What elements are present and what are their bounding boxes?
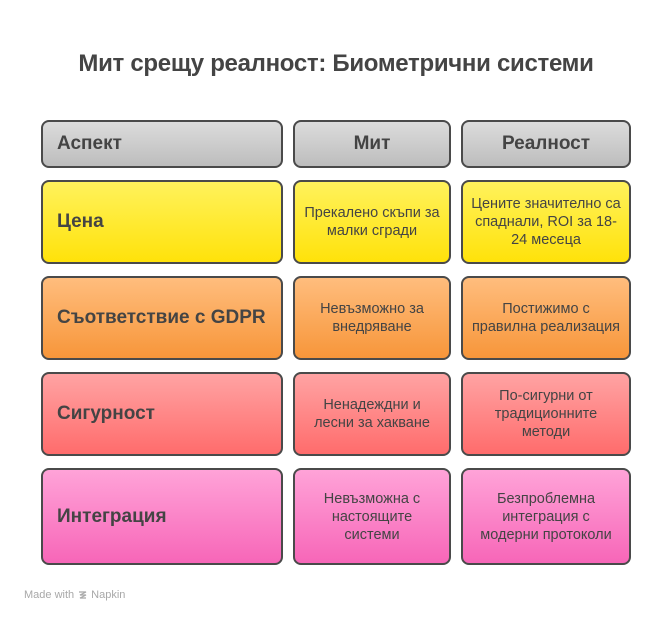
reality-text: По-сигурни от традиционните методи <box>494 388 598 440</box>
row-gdpr-aspect: Съответствие с GDPR <box>41 276 283 360</box>
header-myth-label: Мит <box>353 133 391 154</box>
row-price-aspect: Цена <box>41 180 283 264</box>
header-myth: Мит <box>293 120 451 168</box>
reality-text: Постижимо с правилна реализация <box>471 301 621 335</box>
aspect-label: Съответствие с GDPR <box>57 307 266 328</box>
napkin-logo-icon <box>77 590 88 601</box>
myth-text: Прекалено скъпи за малки сгради <box>304 205 440 239</box>
aspect-label: Сигурност <box>57 403 155 424</box>
row-integration-aspect: Интеграция <box>41 468 283 565</box>
row-integration-reality: Безпроблемна интеграция с модерни проток… <box>461 468 631 565</box>
myth-text: Ненадеждни и лесни за хакване <box>314 397 430 431</box>
row-security-myth: Ненадеждни и лесни за хакване <box>293 372 451 456</box>
page-title: Мит срещу реалност: Биометрични системи <box>78 50 594 77</box>
napkin-brand-label: Napkin <box>91 589 126 601</box>
reality-text: Цените значително са спаднали, ROI за 18… <box>471 196 621 248</box>
aspect-label: Цена <box>57 211 104 232</box>
row-gdpr-reality: Постижимо с правилна реализация <box>461 276 631 360</box>
myth-text: Невъзможно за внедряване <box>320 301 424 335</box>
header-reality-label: Реалност <box>501 133 591 154</box>
row-gdpr-myth: Невъзможно за внедряване <box>293 276 451 360</box>
myth-text: Невъзможна с настоящите системи <box>323 490 421 543</box>
row-security-reality: По-сигурни от традиционните методи <box>461 372 631 456</box>
reality-text: Безпроблемна интеграция с модерни проток… <box>480 490 612 543</box>
row-security-aspect: Сигурност <box>41 372 283 456</box>
header-aspect: Аспект <box>41 120 283 168</box>
footer-attribution: Made with Napkin <box>24 589 125 601</box>
header-aspect-label: Аспект <box>57 133 122 154</box>
header-reality: Реалност <box>461 120 631 168</box>
aspect-label: Интеграция <box>57 505 167 527</box>
made-with-label: Made with <box>24 589 75 601</box>
row-price-reality: Цените значително са спаднали, ROI за 18… <box>461 180 631 264</box>
row-price-myth: Прекалено скъпи за малки сгради <box>293 180 451 264</box>
row-integration-myth: Невъзможна с настоящите системи <box>293 468 451 565</box>
